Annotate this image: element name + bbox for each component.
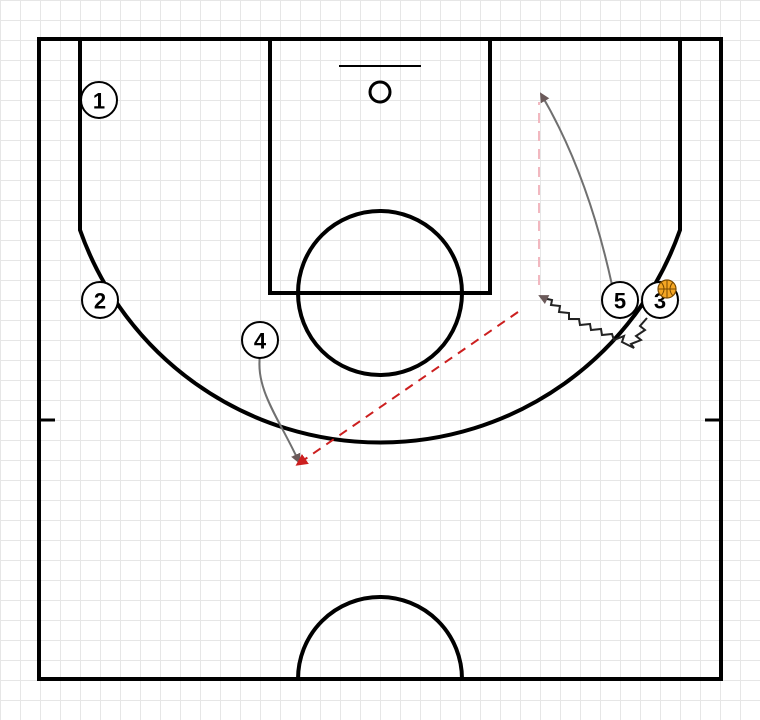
player-5-label: 5 xyxy=(614,289,626,314)
player-2-label: 2 xyxy=(94,289,106,314)
player-5[interactable]: 5 xyxy=(601,281,639,319)
basketball-icon xyxy=(657,279,677,299)
player-1-label: 1 xyxy=(93,89,105,114)
player-2[interactable]: 2 xyxy=(81,281,119,319)
cut-arrow-player-4 xyxy=(258,354,301,464)
pass-arrow xyxy=(295,311,519,466)
three-point-line xyxy=(78,39,682,445)
free-throw-circle xyxy=(296,209,464,377)
player-1[interactable]: 1 xyxy=(80,81,118,119)
dribble-arrow-head xyxy=(538,295,550,305)
cut-arrow-player-5 xyxy=(539,92,613,286)
court-boundary xyxy=(37,37,723,681)
basket-icon xyxy=(368,80,392,104)
dribble-path-player-3 xyxy=(542,297,648,349)
paint-key xyxy=(268,37,492,295)
player-4[interactable]: 4 xyxy=(241,321,279,359)
player-4-label: 4 xyxy=(254,329,267,354)
center-circle xyxy=(296,595,464,680)
